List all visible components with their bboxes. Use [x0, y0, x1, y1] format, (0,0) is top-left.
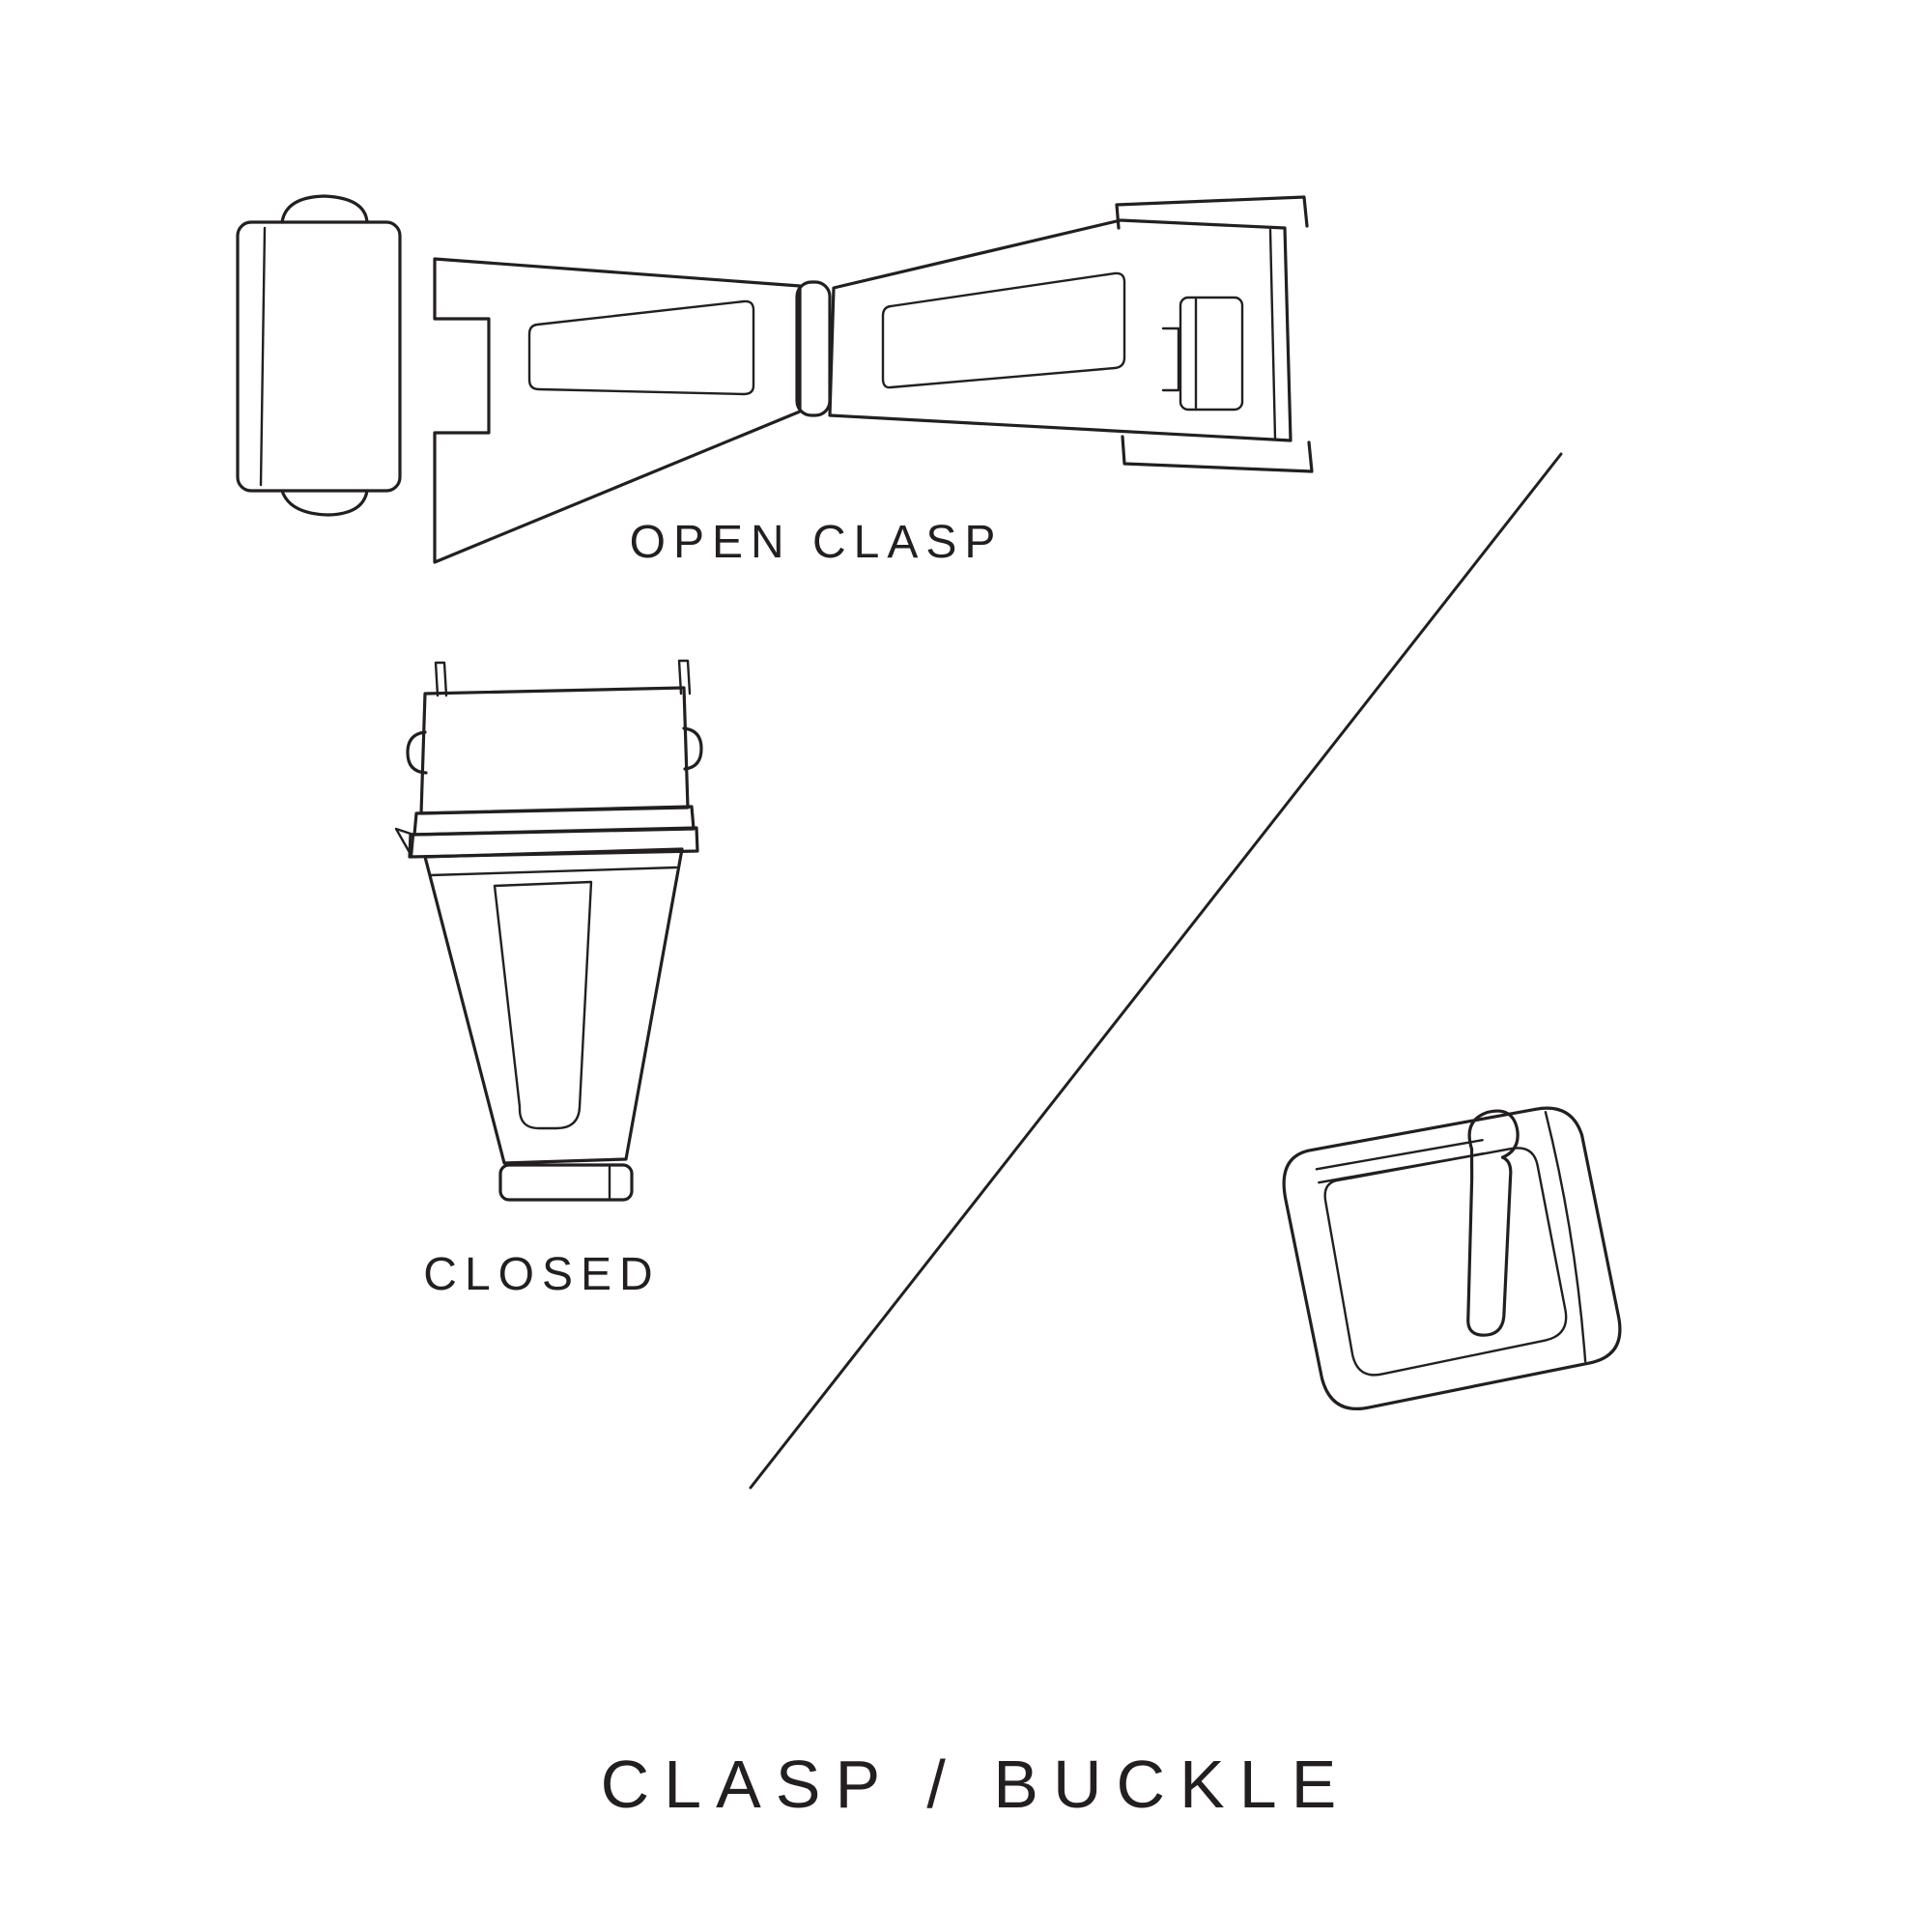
buckle-tongue [1466, 1109, 1520, 1337]
tang-buckle-icon [1282, 1106, 1622, 1410]
clasp-fold-strips [394, 805, 699, 859]
buckle-spring-bar [1315, 1138, 1486, 1184]
clasp-left-blade [433, 257, 802, 564]
clasp-right-blade [828, 195, 1314, 473]
clasp-center-hinge [795, 280, 832, 417]
closed-clasp-label: CLOSED [423, 1249, 661, 1300]
tang-buckle-illustration [1246, 1092, 1662, 1439]
clasp-prongs [434, 659, 692, 697]
closed-clasp-icon [394, 659, 703, 1202]
closed-clasp-illustration [386, 657, 710, 1212]
buckle-frame [1282, 1106, 1622, 1410]
clasp-tapered-body [423, 847, 684, 1165]
page-title: CLASP / BUCKLE [600, 1747, 1351, 1822]
open-clasp-label: OPEN CLASP [629, 517, 1004, 568]
clasp-cover [406, 686, 703, 815]
clasp-end-block [236, 194, 402, 517]
clasp-end-link [498, 1163, 634, 1202]
